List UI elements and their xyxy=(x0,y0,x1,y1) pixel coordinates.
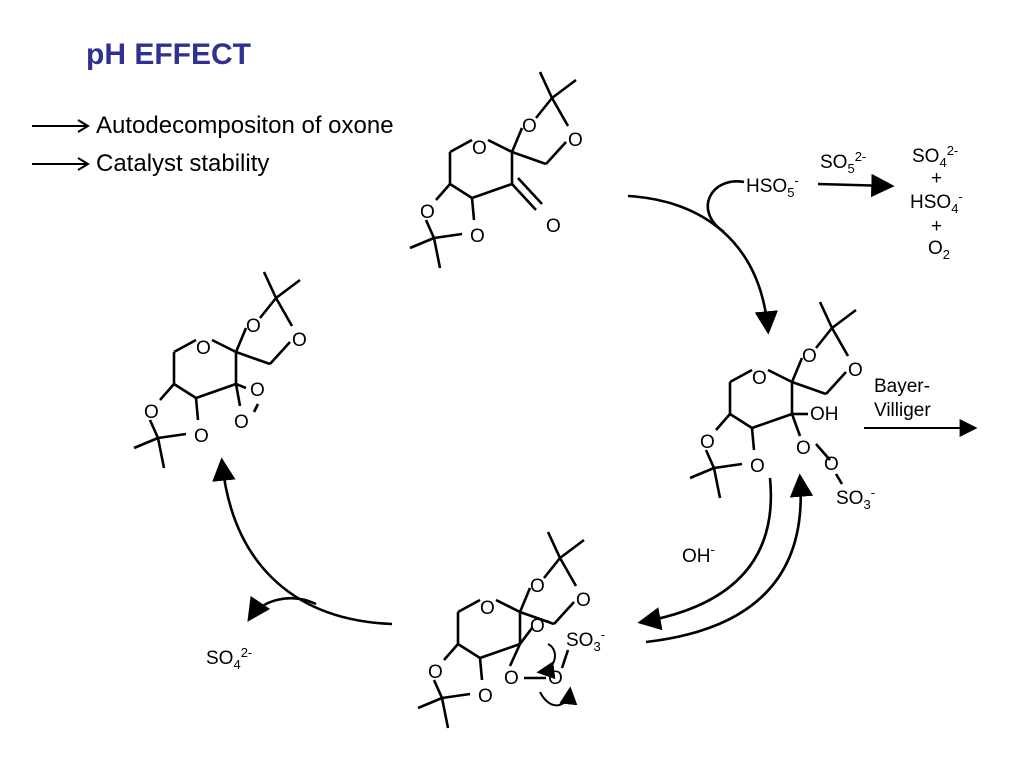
atom-o: O xyxy=(144,402,159,423)
right-arrow-icon xyxy=(32,157,90,171)
atom-o: O xyxy=(752,368,767,389)
atom-o: O xyxy=(428,662,443,683)
arrow-criegee-to-anion xyxy=(637,477,773,631)
atom-o: O xyxy=(546,216,561,237)
plus-sign: + xyxy=(931,216,942,237)
atom-o: O xyxy=(194,426,209,447)
sulfonate-group: SO3- xyxy=(836,485,875,512)
bayer-villiger-label: Villiger xyxy=(874,400,931,421)
reagent-hso5: HSO5- xyxy=(746,173,799,200)
atom-o: O xyxy=(796,438,811,459)
bullet-text: Autodecompositon of oxone xyxy=(96,112,394,139)
atom-o: O xyxy=(530,576,545,597)
atom-oh: OH xyxy=(810,404,839,425)
atom-o: O xyxy=(504,668,519,689)
arrow-so4-release xyxy=(247,595,317,622)
atom-o: O xyxy=(568,130,583,151)
hydroxide-label: OH- xyxy=(682,542,715,567)
atom-o: O xyxy=(480,598,495,619)
atom-o: O xyxy=(576,590,591,611)
atom-o: O xyxy=(420,202,435,223)
bullet-autodecomposition: Autodecompositon of oxone xyxy=(32,112,394,140)
plus-sign: + xyxy=(931,168,942,189)
bayer-villiger-label: Bayer- xyxy=(874,376,930,397)
atom-o: O xyxy=(802,346,817,367)
atom-o: O xyxy=(700,432,715,453)
bullet-catalyst-stability: Catalyst stability xyxy=(32,150,269,178)
arrow-anion-to-criegee xyxy=(645,473,814,644)
atom-o: O xyxy=(478,686,493,707)
arrow-hso5-entry xyxy=(706,180,745,234)
atom-o: O xyxy=(472,138,487,159)
ketone-catalyst: O O O O O O xyxy=(408,70,583,270)
atom-o: O xyxy=(196,338,211,359)
atom-o: O xyxy=(292,330,307,351)
criegee-intermediate: O O O OH O O SO3- O O xyxy=(688,300,875,512)
atom-o: O xyxy=(848,360,863,381)
product-hso4: HSO4- xyxy=(910,189,963,216)
oxyanion: O- xyxy=(530,612,549,637)
arrow-ketone-to-criegee xyxy=(627,194,778,335)
arrow-anion-to-dioxirane xyxy=(212,457,393,626)
atom-o: O xyxy=(246,316,261,337)
atom-o: O xyxy=(250,380,265,401)
page-title: pH EFFECT xyxy=(86,38,251,71)
atom-o: O xyxy=(824,454,839,475)
atom-o: O xyxy=(548,668,563,689)
arrow-oxone-decomposition xyxy=(817,173,895,198)
atom-o: O xyxy=(470,226,485,247)
product-o2: O2 xyxy=(928,238,950,262)
dioxirane: O O O O O O O xyxy=(132,270,307,470)
right-arrow-icon xyxy=(32,119,90,133)
reagent-so5: SO52- xyxy=(820,149,866,176)
product-so4: SO42- xyxy=(912,143,958,170)
bullet-text: Catalyst stability xyxy=(96,150,270,177)
atom-o: O xyxy=(522,116,537,137)
atom-o: O xyxy=(750,456,765,477)
anionic-criegee-intermediate: O O O O- O O SO3- O O xyxy=(416,530,605,730)
atom-o: O xyxy=(234,412,249,433)
reagent-so4-release: SO42- xyxy=(206,645,252,672)
sulfonate-group: SO3- xyxy=(566,627,605,654)
